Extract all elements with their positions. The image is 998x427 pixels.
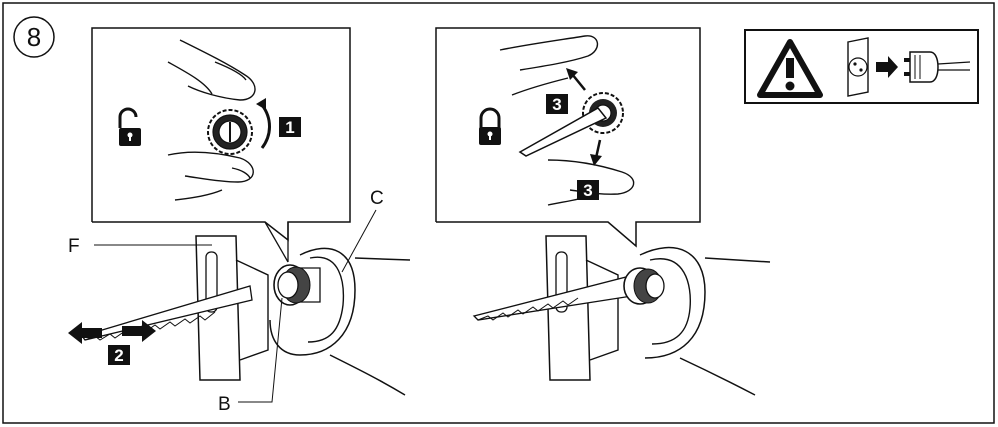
label-b: B — [218, 297, 283, 415]
svg-text:2: 2 — [114, 346, 123, 365]
figure-number-text: 8 — [27, 22, 41, 52]
blade-clamp-knob-icon — [207, 109, 253, 155]
svg-text:C: C — [370, 188, 384, 209]
unplug-from-socket-icon — [847, 37, 971, 97]
blade-clamp-knob-locked-icon — [518, 92, 624, 157]
push-arrows-icon — [566, 68, 602, 166]
step-1-badge: 1 — [279, 117, 301, 137]
svg-text:3: 3 — [583, 181, 592, 200]
svg-text:F: F — [68, 236, 80, 257]
blade-clamp-knob-right — [623, 267, 665, 305]
warning-triangle-icon — [757, 39, 823, 98]
locked-padlock-icon — [479, 107, 501, 145]
warning-unplug-box — [744, 29, 979, 104]
left-right-arrows-icon — [68, 320, 156, 344]
right-saw-assembly — [472, 235, 771, 396]
step-2-badge: 2 — [108, 345, 130, 365]
fingers-left — [167, 39, 256, 201]
left-saw-assembly: 2 — [68, 235, 411, 396]
unlocked-padlock-icon — [118, 107, 141, 146]
right-inset: 3 3 — [435, 27, 701, 248]
svg-text:3: 3 — [552, 95, 561, 114]
svg-text:1: 1 — [285, 118, 294, 137]
label-c: C — [341, 188, 384, 273]
svg-text:B: B — [218, 394, 231, 415]
label-f: F — [68, 236, 212, 257]
blade-clamp-knob-left — [273, 264, 321, 306]
step-3a-badge: 3 — [546, 94, 568, 114]
left-inset: 1 — [91, 27, 351, 263]
figure-number: 8 — [13, 16, 55, 58]
rotate-arrow-icon — [256, 98, 271, 149]
step-3b-badge: 3 — [577, 180, 599, 200]
